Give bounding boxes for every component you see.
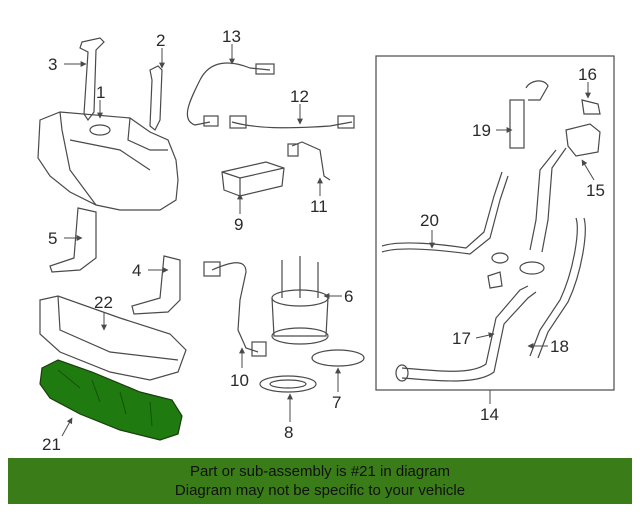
callout-7: 7	[332, 393, 341, 412]
callout-1: 1	[96, 83, 105, 102]
part-lock-ring-8	[259, 375, 317, 393]
part-shield-21-highlighted	[39, 359, 183, 441]
part-harness-12	[231, 121, 353, 129]
leader-lines	[61, 44, 595, 437]
info-banner: Part or sub-assembly is #21 in diagram D…	[8, 458, 632, 504]
part-harness-13-plug	[203, 115, 219, 127]
part-seal-7	[311, 349, 365, 367]
part-fuel-pump-6	[271, 256, 329, 345]
part-skid-shield-22	[39, 295, 187, 381]
part-clip	[487, 271, 503, 289]
callout-8: 8	[284, 423, 293, 442]
part-clamp-b	[519, 261, 545, 275]
callout-10: 10	[230, 371, 249, 390]
part-harness-12-connector-b	[337, 115, 355, 129]
part-clamp-a	[491, 252, 509, 264]
part-sensor-11	[291, 141, 331, 181]
part-vent-hose-20	[381, 175, 509, 255]
part-module-9	[221, 161, 285, 197]
banner-line-disclaimer: Diagram may not be specific to your vehi…	[174, 482, 466, 499]
part-harness-10-connector	[203, 261, 221, 277]
callout-3: 3	[48, 55, 57, 74]
callout-labels: 1 2 3 4 5 6 7 8 9 10 11 12 13 14 15 16 1…	[42, 27, 605, 454]
callout-18: 18	[550, 337, 569, 356]
callout-4: 4	[132, 261, 141, 280]
callout-15: 15	[586, 181, 605, 200]
part-fill-hose-17-end	[395, 364, 409, 382]
part-harness-13-connector	[255, 63, 275, 75]
callout-5: 5	[48, 229, 57, 248]
part-fill-hose-17	[401, 285, 529, 372]
part-filler-neck	[529, 147, 567, 253]
part-vent-tube-18	[529, 217, 578, 357]
part-bracket-2	[149, 65, 163, 131]
part-harness-10-plug	[251, 341, 267, 357]
part-vent-tube-18-edge	[537, 217, 586, 359]
part-harness-10	[211, 262, 259, 353]
callout-2: 2	[156, 31, 165, 50]
callout-21: 21	[42, 435, 61, 454]
part-sensor-11-plug	[287, 143, 299, 157]
part-vent-hose-20-edge	[381, 171, 503, 249]
callout-22: 22	[94, 293, 113, 312]
callout-9: 9	[234, 215, 243, 234]
callout-6: 6	[344, 287, 353, 306]
callout-13: 13	[222, 27, 241, 46]
part-harness-13	[186, 79, 211, 126]
callout-11: 11	[310, 197, 328, 216]
callout-20: 20	[420, 211, 439, 230]
part-harness-12-connector-a	[229, 115, 247, 129]
part-strap-4	[131, 255, 181, 315]
part-harness-13-wire	[199, 62, 271, 81]
callout-16: 16	[578, 65, 597, 84]
exploded-parts-diagram: 1 2 3 4 5 6 7 8 9 10 11 12 13 14 15 16 1…	[37, 27, 615, 454]
part-cap-16	[581, 99, 601, 115]
callout-17: 17	[452, 329, 471, 348]
part-housing-15	[565, 123, 601, 157]
part-strap-5	[49, 207, 97, 273]
part-fill-hose-17-edge	[401, 291, 537, 382]
subassembly-14-box	[375, 55, 615, 391]
banner-line-part-number: Part or sub-assembly is #21 in diagram	[189, 463, 451, 480]
part-shield-21-ribs	[57, 369, 153, 427]
part-bracket-3	[79, 37, 105, 122]
part-fuel-tank	[37, 111, 179, 211]
callout-19: 19	[472, 121, 491, 140]
callout-12: 12	[290, 87, 309, 106]
part-nozzle-19	[509, 80, 549, 149]
callout-14: 14	[480, 405, 499, 424]
